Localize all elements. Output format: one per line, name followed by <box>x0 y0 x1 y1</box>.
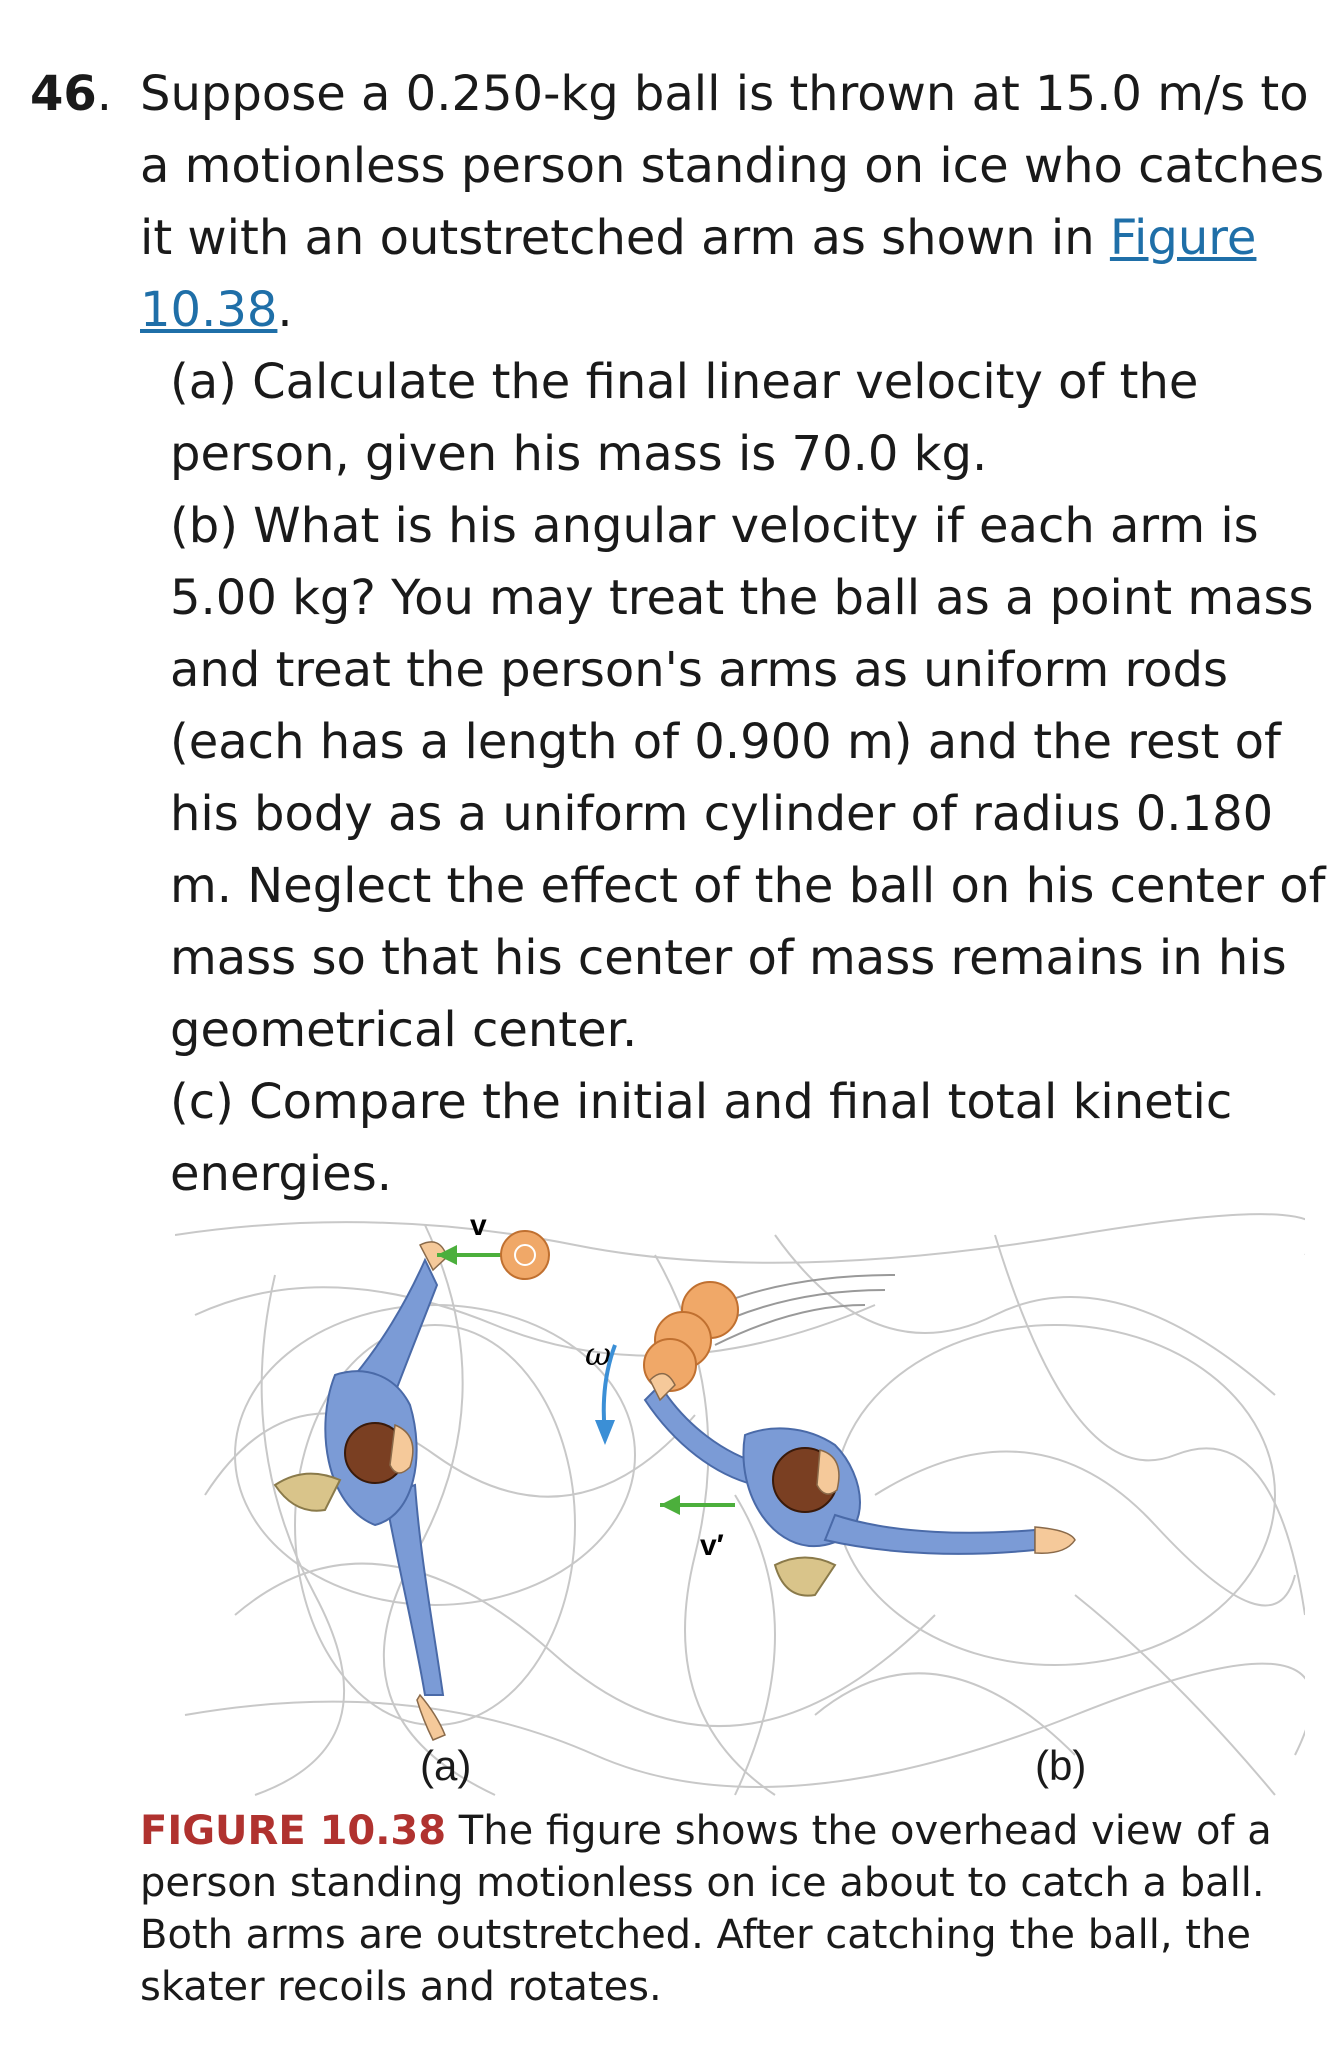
part-b: (b) What is his angular velocity if each… <box>170 498 1326 1058</box>
intro-end: . <box>277 282 293 338</box>
label-v-prime: v′ <box>700 1529 724 1562</box>
problem-intro: Suppose a 0.250-kg ball is thrown at 15.… <box>140 58 1330 346</box>
omega-indicator: ω <box>585 1335 617 1445</box>
skater-b: v′ <box>643 1274 1076 1597</box>
ball-a-icon <box>500 1230 550 1280</box>
panel-b-label: (b) <box>1035 1742 1087 1789</box>
label-v: v <box>470 1209 487 1242</box>
caption-text: The figure shows the overhead view of a … <box>140 1808 1272 2010</box>
part-a: (a) Calculate the final linear velocity … <box>170 354 1199 482</box>
omega-arrow-icon <box>595 1420 615 1445</box>
problem-number: 46. <box>30 66 113 122</box>
panel-a-label: (a) <box>420 1742 472 1789</box>
figure-link[interactable]: Figure 10.38 <box>140 210 1257 338</box>
intro-text: Suppose a 0.250-kg ball is thrown at 15.… <box>140 66 1325 266</box>
figure-caption: FIGURE 10.38 The figure shows the overhe… <box>140 1805 1290 2013</box>
figure-10-38: v ω <box>174 1195 1320 1815</box>
problem-text: Suppose a 0.250-kg ball is thrown at 15.… <box>140 58 1330 1210</box>
ice-scratches <box>174 1213 1320 1796</box>
skater-illustration: v ω <box>174 1209 1320 1796</box>
part-c: (c) Compare the initial and final total … <box>170 1074 1233 1202</box>
skater-a: v <box>273 1209 550 1741</box>
caption-label: FIGURE 10.38 <box>140 1808 447 1854</box>
